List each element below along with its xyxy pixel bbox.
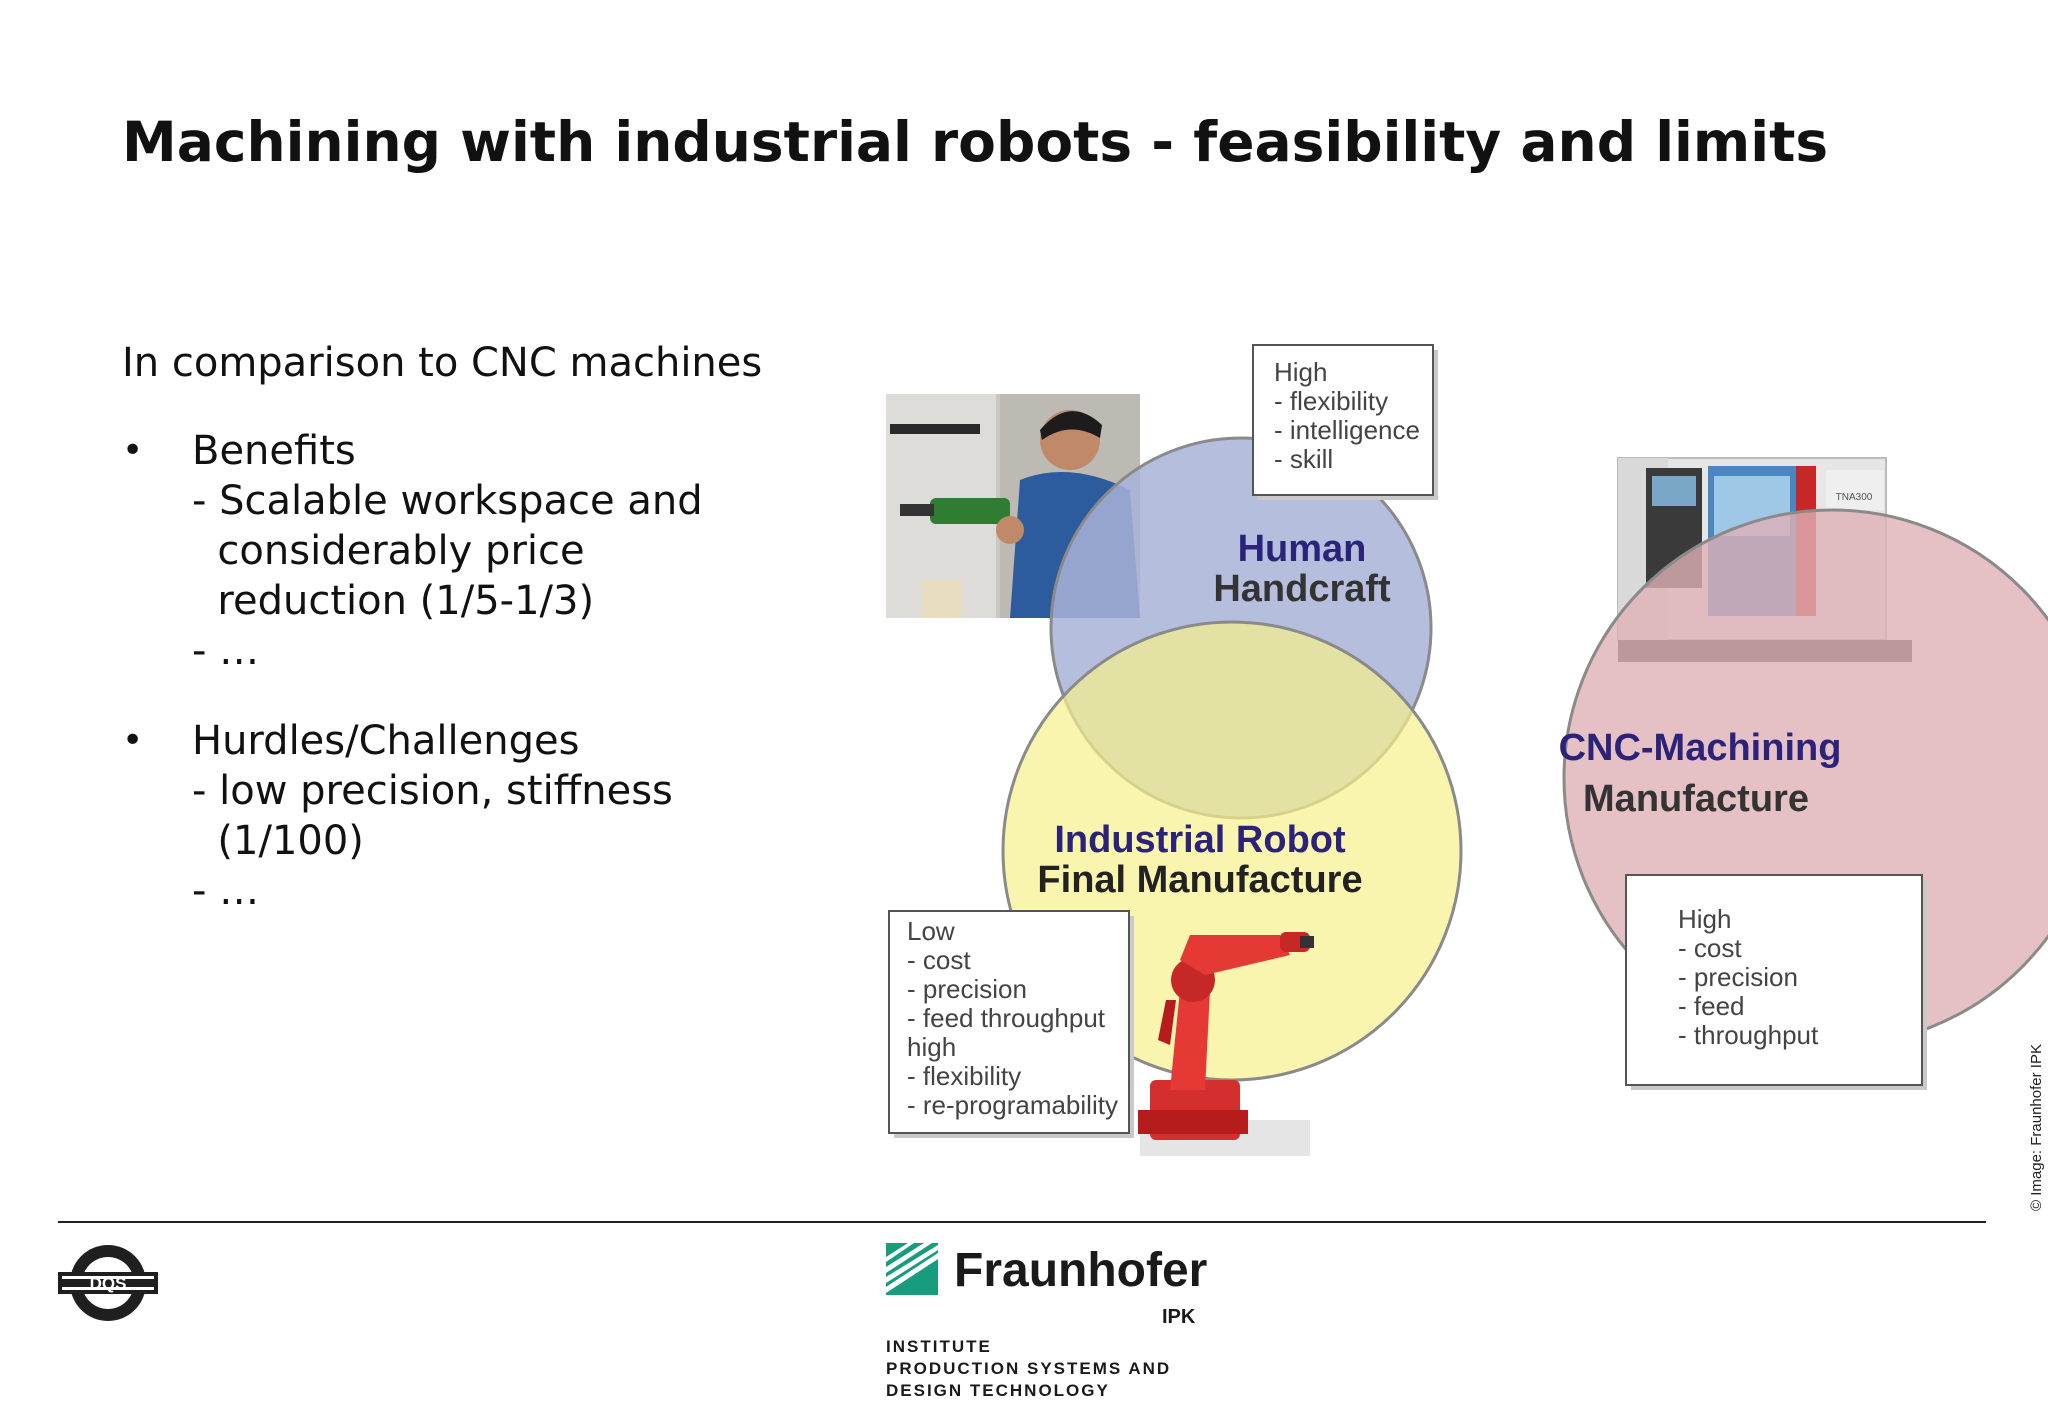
box-line: - throughput [1678,1020,1819,1050]
footer-divider [58,1221,1986,1223]
human-subtitle: Handcraft [1213,568,1391,610]
box-line: - cost [907,945,971,975]
human-box: High - flexibility - intelligence - skil… [1253,345,1438,500]
box-line: high [907,1032,956,1062]
fraunhofer-emblem-icon [886,1243,938,1295]
box-line: Low [907,916,955,946]
institute-unit: IPK [1162,1306,1195,1329]
human-title: Human [1238,528,1367,570]
institute-line: INSTITUTE [886,1336,1171,1358]
box-line: - precision [907,974,1027,1004]
box-line: - flexibility [1274,386,1388,416]
image-credit: © Image: Fraunhofer IPK [2028,1044,2045,1211]
box-line: - intelligence [1274,415,1420,445]
box-line: - flexibility [907,1061,1021,1091]
box-line: High [1274,357,1327,387]
cnc-title: CNC-Machining [1559,727,1842,769]
box-line: - feed [1678,991,1745,1021]
box-line: High [1678,904,1731,934]
box-line: - cost [1678,933,1742,963]
robot-subtitle: Final Manufacture [1037,859,1362,901]
cnc-box: High - cost - precision - feed - through… [1626,875,1927,1090]
box-line: - skill [1274,444,1333,474]
box-line: - precision [1678,962,1798,992]
box-line: - re-programability [907,1090,1118,1120]
robot-box: Low - cost - precision - feed throughput… [889,911,1134,1138]
svg-text:TNA300: TNA300 [1836,492,1873,503]
brand-name: Fraunhofer [954,1243,1207,1298]
institute-line: PRODUCTION SYSTEMS AND [886,1358,1171,1380]
box-line: - feed throughput [907,1003,1106,1033]
svg-text:DQS: DQS [90,1274,127,1293]
institute-line: DESIGN TECHNOLOGY [886,1380,1171,1402]
dqs-certification-logo: DQS [56,1242,160,1324]
cnc-subtitle: Manufacture [1583,778,1809,820]
institute-name: INSTITUTE PRODUCTION SYSTEMS AND DESIGN … [886,1336,1171,1402]
robot-title: Industrial Robot [1054,819,1346,861]
